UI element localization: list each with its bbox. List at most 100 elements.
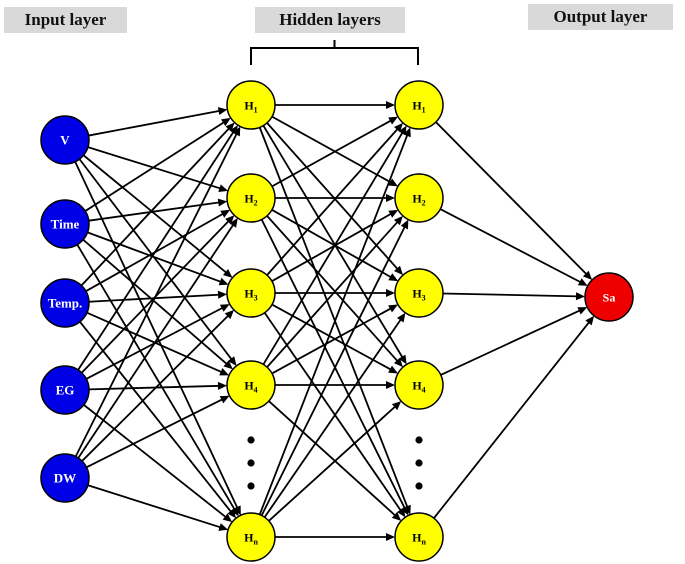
arrowhead-input-0-hidden1-1 — [218, 184, 229, 192]
arrowhead-input-4-hidden1-1 — [229, 217, 238, 228]
arrowhead-input-4-hidden1-4 — [218, 523, 229, 531]
input-node-2 — [40, 278, 90, 328]
edge-hidden1-0-hidden2-3 — [262, 125, 405, 360]
output-layer-header: Output layer — [528, 4, 673, 30]
edge-hidden1-1-hidden2-4 — [260, 219, 407, 511]
arrowhead-input-0-hidden1-2 — [222, 268, 233, 278]
arrowhead-hidden1-3-hidden2-2 — [388, 304, 398, 313]
edge-input-0-hidden1-3 — [78, 158, 234, 362]
hidden2-node-3 — [394, 360, 444, 410]
arrowhead-hidden1-0-hidden2-3 — [398, 354, 407, 365]
hidden2-ellipsis-dot-1 — [415, 459, 423, 467]
arrowhead-hidden1-3-hidden2-4 — [391, 511, 402, 521]
arrowhead-input-3-hidden1-3 — [217, 381, 228, 390]
hidden2-node-label-1: H2 — [412, 192, 425, 208]
arrowhead-hidden2-3-output-0 — [577, 307, 588, 315]
arrowhead-input-3-hidden1-4 — [222, 513, 233, 523]
arrowhead-hidden1-3-hidden2-0 — [398, 125, 407, 136]
input-node-3 — [40, 365, 90, 415]
arrowhead-hidden1-2-hidden2-4 — [396, 507, 406, 518]
edge-input-4-hidden1-3 — [86, 397, 225, 469]
hidden2-node-label-0: H1 — [412, 99, 425, 115]
hidden2-node-4 — [394, 512, 444, 562]
arrowhead-input-4-hidden1-0 — [232, 126, 241, 137]
input-node-1 — [40, 199, 90, 249]
edge-input-4-hidden1-2 — [81, 313, 231, 462]
arrowhead-hidden2-2-output-0 — [575, 292, 586, 301]
input-node-label-3: EG — [56, 383, 75, 398]
ellipsis-dots — [247, 436, 423, 490]
edge-hidden1-1-hidden2-3 — [266, 215, 400, 364]
input-node-0 — [40, 115, 90, 165]
edge-input-1-hidden1-4 — [76, 244, 237, 512]
input-layer-header: Input layer — [4, 7, 127, 33]
edge-hidden2-2-output-0 — [442, 292, 580, 298]
arrowhead-hidden1-2-hidden2-0 — [394, 122, 404, 133]
edge-input-0-hidden1-4 — [74, 161, 240, 511]
edge-input-2-hidden1-4 — [79, 321, 234, 515]
edge-input-3-hidden1-0 — [77, 129, 236, 371]
edge-input-1-hidden1-1 — [88, 201, 222, 222]
edge-hidden1-1-hidden2-2 — [271, 209, 394, 280]
edge-hidden2-1-output-0 — [439, 208, 583, 284]
edge-hidden1-0-hidden2-1 — [271, 115, 394, 185]
arrowhead-input-2-hidden1-2 — [217, 290, 228, 299]
arrowhead-hidden1-0-hidden2-2 — [394, 265, 404, 276]
hidden1-node-label-0: H1 — [244, 99, 257, 115]
arrowhead-input-4-hidden1-2 — [224, 309, 234, 320]
hidden1-ellipsis-dot-2 — [247, 482, 255, 490]
hidden2-node-0 — [394, 80, 444, 130]
hidden-layers-bracket — [250, 40, 419, 65]
arrowhead-hidden2-4-output-0 — [585, 315, 595, 326]
arrowhead-input-0-hidden1-3 — [227, 356, 237, 366]
arrowhead-hidden1-4-hidden2-3 — [391, 401, 402, 411]
edge-hidden1-4-hidden2-3 — [268, 404, 398, 522]
hidden1-node-label-1: H2 — [244, 192, 257, 208]
edge-hidden1-3-hidden2-0 — [262, 130, 405, 365]
output-node-label-0: Sa — [603, 291, 616, 305]
arrowhead-hidden1-1-hidden2-3 — [393, 357, 403, 368]
edge-hidden2-4-output-0 — [433, 319, 592, 519]
edge-hidden1-4-hidden2-1 — [260, 224, 407, 516]
arrowhead-hidden1-1-hidden2-4 — [400, 505, 409, 516]
edge-input-0-hidden1-1 — [87, 146, 223, 190]
edge-hidden2-0-output-0 — [435, 121, 589, 277]
arrowhead-input-4-hidden1-3 — [219, 395, 230, 404]
arrowhead-hidden1-4-hidden2-1 — [400, 219, 409, 230]
hidden1-node-0 — [226, 80, 276, 130]
arrowhead-hidden2-0-output-0 — [582, 270, 593, 280]
edge-hidden1-4-hidden2-2 — [263, 317, 403, 518]
arrowhead-hidden2-1-output-0 — [577, 278, 588, 286]
arrowhead-hidden1-1-hidden2-1 — [386, 194, 395, 202]
edge-input-0-hidden1-0 — [88, 109, 222, 137]
hidden2-node-1 — [394, 173, 444, 223]
hidden2-node-label-3: H4 — [412, 379, 425, 395]
edge-input-1-hidden1-0 — [84, 120, 227, 212]
arrowhead-input-2-hidden1-0 — [225, 122, 235, 132]
input-node-label-0: V — [60, 133, 70, 148]
arrowhead-input-3-hidden1-2 — [219, 304, 230, 312]
input-node-label-4: DW — [54, 471, 76, 486]
output-node-0 — [584, 272, 634, 322]
edge-hidden1-3-hidden2-2 — [271, 306, 394, 375]
arrowhead-input-1-hidden1-3 — [223, 360, 233, 370]
hidden2-ellipsis-dot-2 — [415, 482, 423, 490]
arrowhead-hidden1-0-hidden2-1 — [388, 178, 399, 187]
arrowhead-hidden1-3-hidden2-3 — [386, 381, 395, 389]
edge-input-0-hidden1-2 — [82, 154, 229, 275]
arrowhead-input-2-hidden1-3 — [219, 368, 230, 376]
connections — [74, 101, 595, 541]
arrowhead-input-1-hidden1-0 — [221, 117, 231, 127]
edge-hidden2-3-output-0 — [440, 308, 583, 376]
arrowhead-input-2-hidden1-1 — [220, 209, 231, 218]
arrowhead-hidden1-2-hidden2-1 — [388, 209, 399, 218]
input-node-4 — [40, 453, 90, 503]
edge-hidden1-3-hidden2-4 — [268, 400, 398, 518]
arrowhead-hidden1-2-hidden2-2 — [386, 289, 395, 297]
edge-hidden1-0-hidden2-4 — [258, 127, 409, 510]
edge-input-4-hidden1-1 — [77, 222, 236, 459]
arrowhead-hidden1-4-hidden2-2 — [396, 312, 406, 323]
hidden2-node-label-2: H3 — [412, 287, 425, 303]
